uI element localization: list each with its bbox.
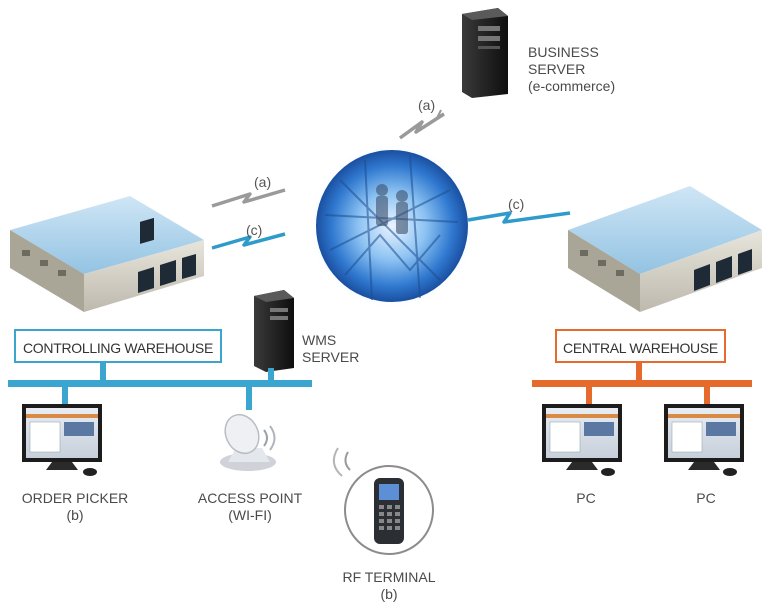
- bolt-controlling-c: [211, 232, 286, 250]
- link-label-controlling-a: (a): [254, 174, 272, 190]
- access-point-label: ACCESS POINT (WI-FI): [190, 490, 310, 524]
- central-warehouse-label: CENTRAL WAREHOUSE: [555, 329, 726, 363]
- pc-2-label: PC: [696, 490, 716, 506]
- link-label-central-c: (c): [508, 196, 525, 212]
- rf-terminal-icon: [332, 447, 434, 555]
- pc-1-computer-icon: [542, 404, 622, 476]
- workers-silhouette-icon: [376, 184, 408, 234]
- central-network-bus: [532, 363, 752, 404]
- business-server-line1: BUSINESS: [528, 44, 599, 60]
- rf-terminal-line2: (b): [380, 586, 398, 602]
- pc-1-label: PC: [576, 490, 596, 506]
- business-server-line3: (e-commerce): [528, 78, 616, 94]
- order-picker-line2: (b): [66, 507, 84, 523]
- rf-terminal-label: RF TERMINAL (b): [326, 569, 452, 603]
- controlling-warehouse-label: CONTROLLING WAREHOUSE: [14, 329, 222, 363]
- bolt-central-c: [467, 211, 571, 224]
- rf-terminal-line1: RF TERMINAL: [342, 569, 436, 585]
- business-server-icon: [462, 8, 508, 98]
- wms-server-icon: [254, 290, 294, 372]
- access-point-line1: ACCESS POINT: [197, 490, 303, 506]
- access-point-icon: [220, 413, 276, 471]
- bolt-business: [398, 109, 445, 140]
- link-label-controlling-c: (c): [246, 222, 263, 238]
- business-server-label: BUSINESS SERVER (e-commerce): [528, 44, 638, 95]
- business-server-line2: SERVER: [528, 61, 586, 77]
- controlling-warehouse-building-icon: [10, 196, 204, 312]
- wms-server-label: WMS SERVER: [302, 332, 372, 366]
- link-label-business: (a): [418, 97, 436, 113]
- access-point-line2: (WI-FI): [228, 507, 272, 523]
- order-picker-line1: ORDER PICKER: [21, 490, 129, 506]
- wms-server-line2: SERVER: [302, 349, 360, 365]
- order-picker-computer-icon: [22, 404, 102, 476]
- bolt-controlling-a: [211, 188, 286, 208]
- pc-2-computer-icon: [664, 404, 744, 476]
- order-picker-label: ORDER PICKER (b): [10, 490, 140, 524]
- central-warehouse-building-icon: [568, 186, 762, 312]
- controlling-network-bus: [8, 363, 312, 410]
- wms-server-line1: WMS: [302, 332, 337, 348]
- internet-globe: [308, 142, 476, 310]
